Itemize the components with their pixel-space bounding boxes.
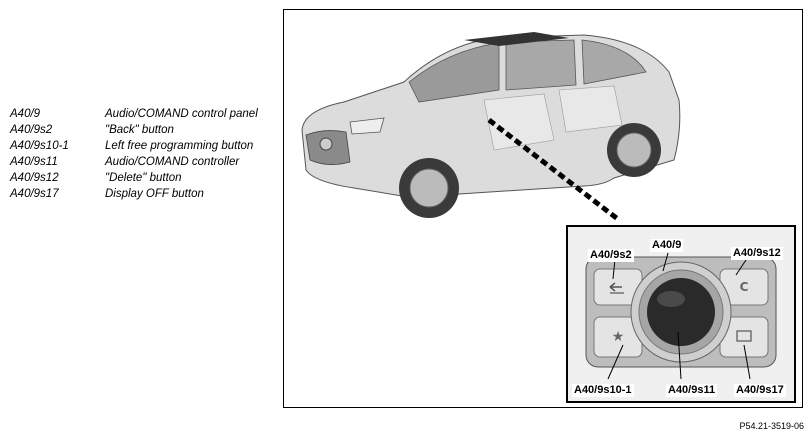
display-off-icon [736, 330, 752, 342]
leader-line [487, 118, 621, 222]
legend-description: Audio/COMAND controller [105, 156, 240, 168]
callout-a40-9s12: A40/9s12 [731, 247, 783, 260]
back-arrow-icon [609, 282, 624, 294]
legend-code: A40/9s17 [10, 188, 59, 200]
star-icon: ★ [612, 329, 625, 345]
legend-description: Display OFF button [105, 188, 204, 200]
legend-row: A40/9s2 "Back" button [10, 123, 280, 137]
legend-code: A40/9s11 [10, 156, 58, 168]
callout-a40-9s17: A40/9s17 [734, 384, 786, 397]
illustration-frame: ★ C A40/9s2 A40/9 A40/9s12 A40/9s10-1 A4… [283, 9, 803, 408]
control-panel-inset: ★ C A40/9s2 A40/9 A40/9s12 A40/9s10-1 A4… [566, 225, 796, 403]
legend-row: A40/9 Audio/COMAND control panel [10, 107, 280, 121]
legend-code: A40/9s12 [10, 172, 59, 184]
legend-row: A40/9s17 Display OFF button [10, 187, 280, 201]
car-body [301, 32, 681, 218]
legend-description: "Back" button [105, 124, 174, 136]
legend-code: A40/9 [10, 108, 41, 120]
callout-a40-9: A40/9 [650, 239, 684, 252]
figure-id: P54.21-3519-06 [739, 421, 804, 431]
car-illustration [301, 32, 681, 222]
legend-description: "Delete" button [105, 172, 182, 184]
legend-row: A40/9s10-1 Left free programming button [10, 139, 280, 153]
legend-description: Left free programming button [105, 140, 254, 152]
legend-row: A40/9s11 Audio/COMAND controller [10, 155, 280, 169]
legend-description: Audio/COMAND control panel [105, 108, 258, 120]
legend-row: A40/9s12 "Delete" button [10, 171, 280, 185]
controller-knob [647, 278, 715, 346]
legend-code: A40/9s2 [10, 124, 53, 136]
c-delete-icon: C [740, 280, 749, 294]
legend-code: A40/9s10-1 [10, 140, 69, 152]
legend: A40/9 Audio/COMAND control panel A40/9s2… [10, 107, 280, 203]
callout-a40-9s2: A40/9s2 [588, 249, 634, 262]
callout-a40-9s11: A40/9s11 [666, 384, 718, 397]
callout-a40-9s10-1: A40/9s10-1 [572, 384, 634, 397]
control-panel-illustration: ★ C [585, 252, 777, 380]
